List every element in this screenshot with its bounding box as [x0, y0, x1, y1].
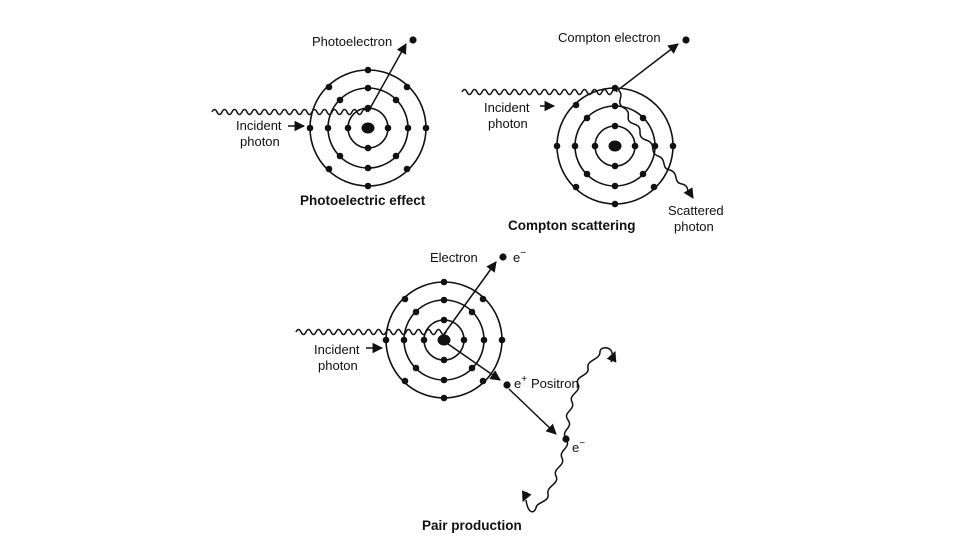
incident-photon-wave — [461, 88, 618, 96]
e-minus-top-label: e− — [513, 248, 526, 265]
incident-label-line1: Incident — [236, 118, 282, 133]
annihilation-photon-down — [525, 438, 569, 513]
compton-electron-dot — [682, 36, 690, 44]
electron-dots — [306, 66, 430, 190]
nucleus — [437, 334, 451, 346]
positron-label: Positron — [531, 376, 579, 391]
pair-panel: Electron e− e+ Positron e− Incident phot… — [295, 248, 617, 533]
annihilation-photon-up — [563, 347, 613, 440]
e-minus-bottom-label: e− — [572, 438, 585, 455]
incident-photon-wave — [295, 328, 447, 336]
annihilation-arrow — [508, 388, 557, 435]
scattered-label-line1: Scattered — [668, 203, 724, 218]
photoelectric-caption: Photoelectric effect — [300, 193, 426, 208]
photoelectric-atom — [306, 66, 430, 190]
positron-symbol-label: e+ — [514, 374, 527, 391]
photon-up-arrowhead — [606, 351, 617, 363]
compton-caption: Compton scattering — [508, 218, 636, 233]
electron-arrow — [443, 261, 497, 335]
photoelectron-dot — [409, 36, 417, 44]
pair-atom — [382, 278, 506, 402]
compton-panel: Compton electron Incident photon Scatter… — [461, 30, 724, 234]
photon-down-arrowhead — [522, 490, 532, 502]
incident-label-line1: Incident — [314, 342, 360, 357]
incident-label-line2: photon — [488, 116, 528, 131]
compton-atom — [553, 84, 677, 208]
electron-label: Electron — [430, 250, 478, 265]
electron-dots — [553, 84, 677, 208]
scattered-photon-wave — [617, 89, 691, 195]
incident-label-line2: photon — [240, 134, 280, 149]
photoelectric-panel: Photoelectron Incident photon Photoelect… — [211, 34, 430, 208]
photoelectron-arrow — [367, 43, 407, 113]
electron-dot — [499, 253, 507, 261]
incident-photon-wave — [211, 108, 368, 116]
incident-label-line2: photon — [318, 358, 358, 373]
compton-electron-arrow — [617, 43, 679, 91]
electron-dots — [382, 278, 506, 402]
positron-arrow — [447, 343, 501, 381]
photoelectron-label: Photoelectron — [312, 34, 392, 49]
compton-electron-label: Compton electron — [558, 30, 661, 45]
nucleus — [361, 122, 375, 134]
scattered-label-line2: photon — [674, 219, 714, 234]
nucleus — [608, 140, 622, 152]
scattered-photon-arrowhead — [683, 187, 694, 199]
positron-dot — [503, 381, 511, 389]
pair-caption: Pair production — [422, 518, 522, 533]
incident-label-line1: Incident — [484, 100, 530, 115]
